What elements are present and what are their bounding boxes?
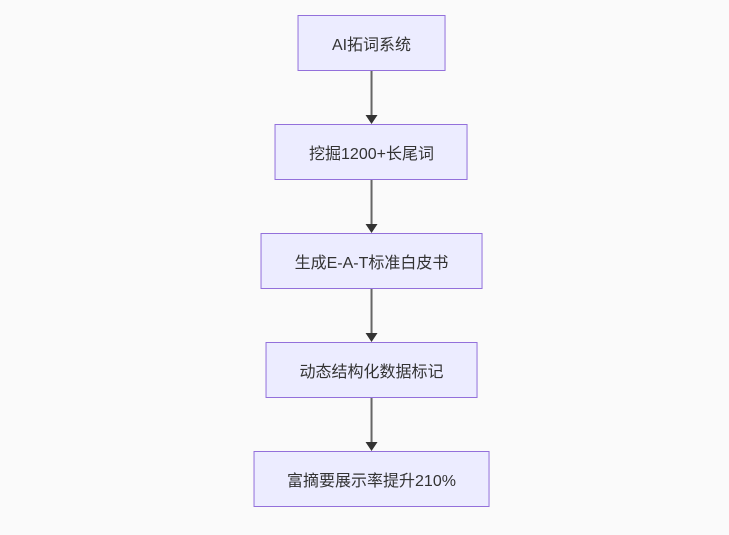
arrow-down-icon <box>365 333 378 342</box>
arrow-down-icon <box>365 442 378 451</box>
arrow-line <box>370 180 373 224</box>
flow-node-longtail-mining: 挖掘1200+长尾词 <box>275 124 468 180</box>
arrow-line <box>370 398 373 442</box>
flow-node-rich-snippet-uplift: 富摘要展示率提升210% <box>253 451 490 507</box>
flowchart: AI拓词系统 挖掘1200+长尾词 生成E-A-T标准白皮书 动态结构化数据标记… <box>253 15 490 507</box>
connector-arrow-4 <box>365 398 378 451</box>
connector-arrow-2 <box>365 180 378 233</box>
arrow-line <box>370 289 373 333</box>
flow-node-ai-keyword-system: AI拓词系统 <box>297 15 446 71</box>
arrow-down-icon <box>365 224 378 233</box>
flow-node-eat-whitepaper: 生成E-A-T标准白皮书 <box>260 233 483 289</box>
arrow-down-icon <box>365 115 378 124</box>
connector-arrow-3 <box>365 289 378 342</box>
connector-arrow-1 <box>365 71 378 124</box>
arrow-line <box>370 71 373 115</box>
flow-node-structured-data-markup: 动态结构化数据标记 <box>265 342 478 398</box>
